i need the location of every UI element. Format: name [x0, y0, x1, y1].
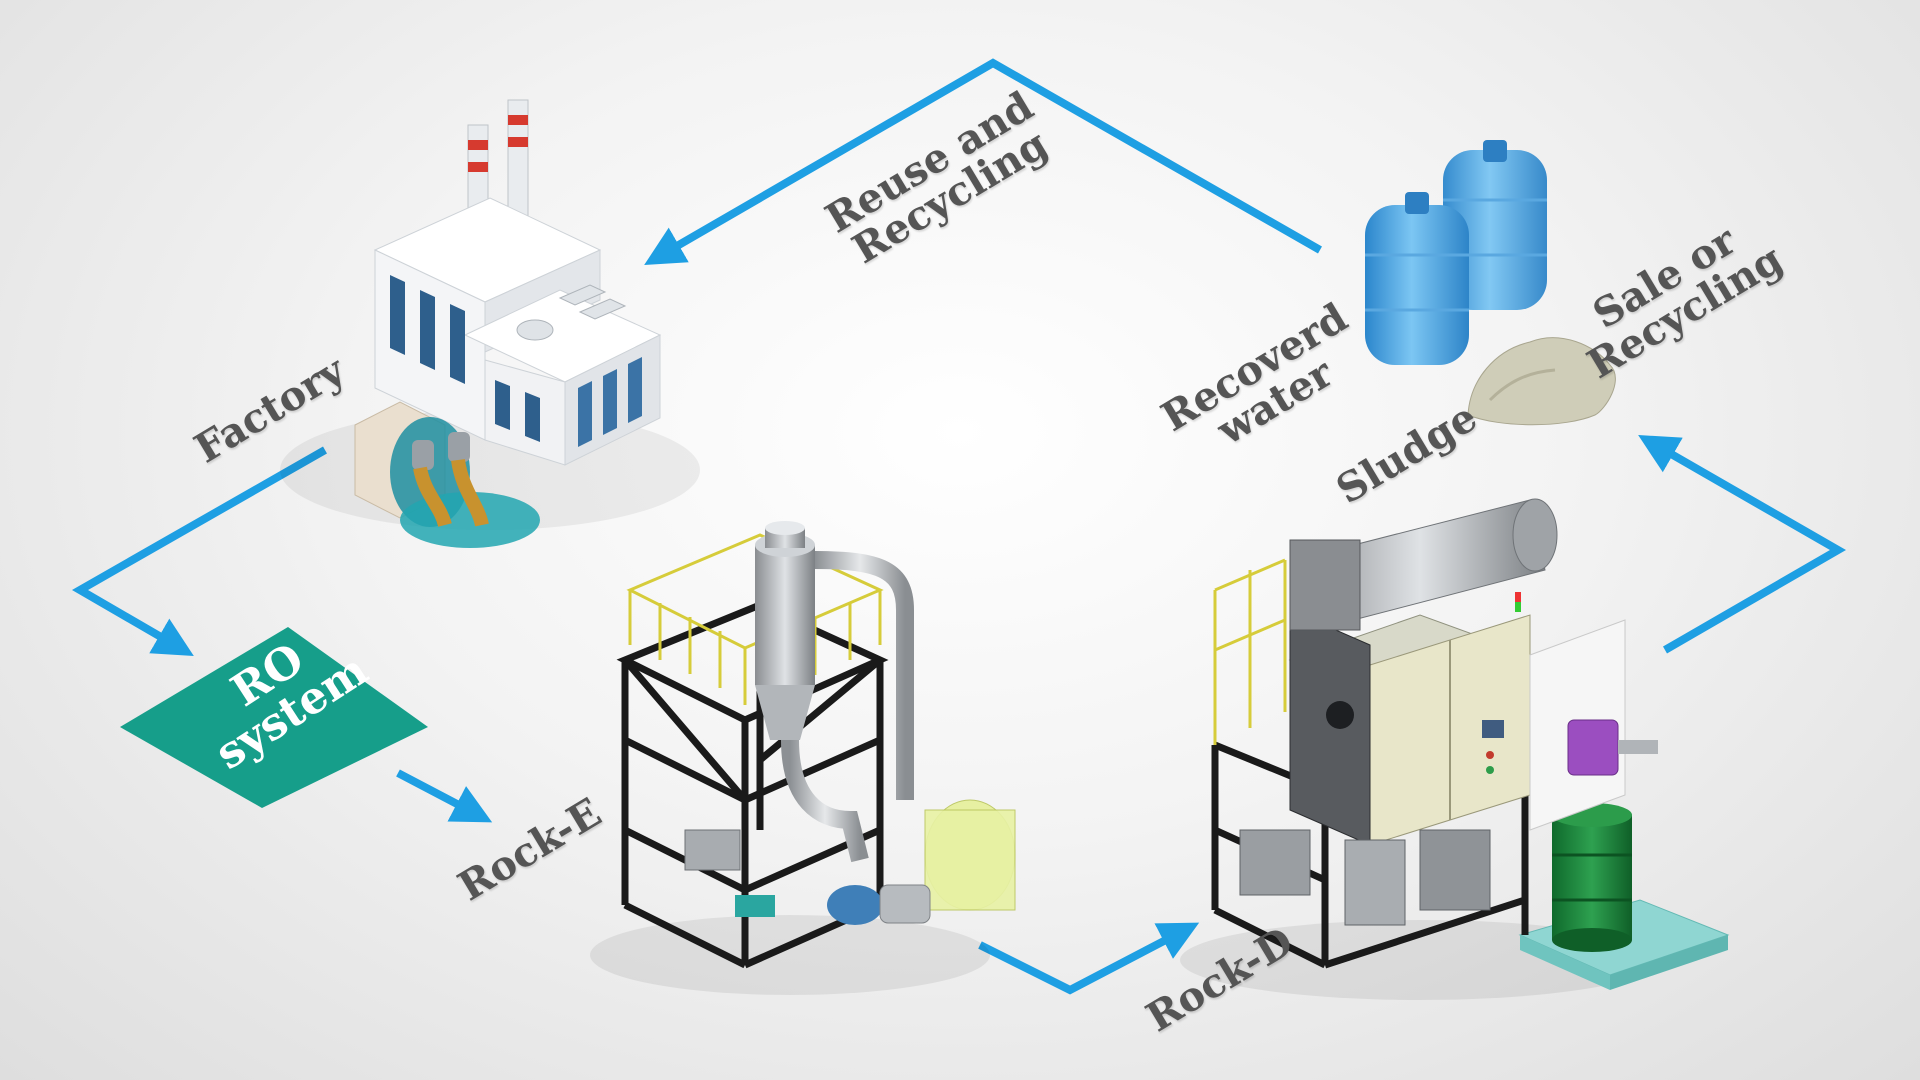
- arrow-rock-e-to-rock-d: [978, 922, 1200, 995]
- water-jugs-illustration: [1365, 140, 1547, 365]
- ro-system-box: [120, 627, 428, 808]
- arrow-factory-to-ro: [71, 446, 327, 657]
- arrow-ro-to-rock-e: [396, 769, 493, 823]
- factory-illustration: [280, 99, 700, 548]
- rock-d-machine: [1180, 498, 1730, 1000]
- rock-e-machine: [590, 521, 1016, 995]
- flow-arrows: [71, 58, 1847, 995]
- sludge-pile-illustration: [1467, 337, 1616, 426]
- arrow-rock-d-to-outputs: [1638, 435, 1847, 654]
- arrow-recycle-to-factory: [644, 58, 1322, 266]
